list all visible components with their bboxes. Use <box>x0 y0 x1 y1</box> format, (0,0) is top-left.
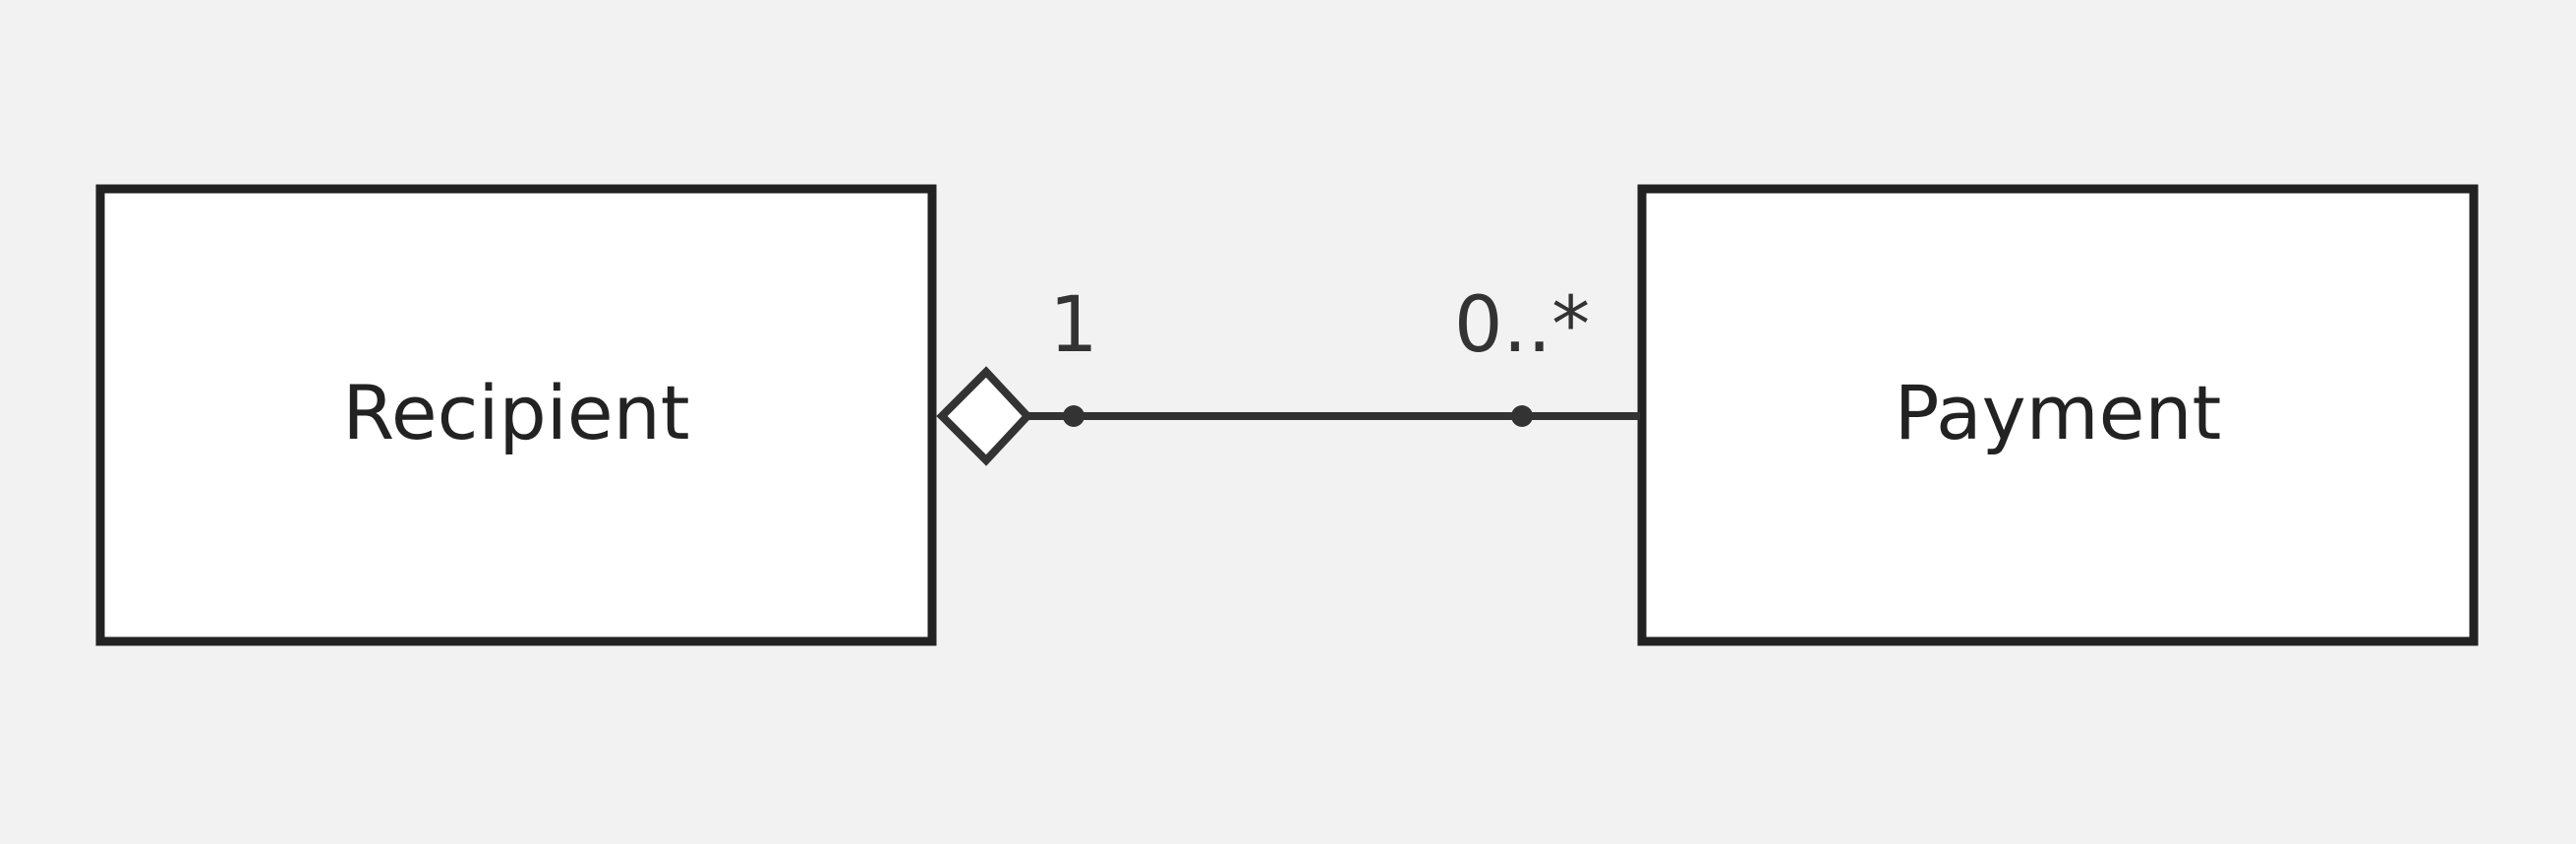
class-payment[interactable]: Payment <box>1637 184 2479 646</box>
class-recipient[interactable]: Recipient <box>95 184 937 646</box>
association-endpoint-target <box>1511 405 1533 427</box>
class-payment-label: Payment <box>1895 369 2222 456</box>
target-multiplicity-label: 0..* <box>1454 281 1590 370</box>
class-recipient-box <box>95 184 937 646</box>
aggregation-diamond-icon <box>936 366 1033 466</box>
source-multiplicity-label: 1 <box>1049 281 1098 370</box>
class-recipient-label: Recipient <box>342 369 689 456</box>
association-endpoint-source <box>1063 405 1084 427</box>
class-payment-box <box>1637 184 2479 646</box>
association-aggregation[interactable] <box>936 366 1640 466</box>
